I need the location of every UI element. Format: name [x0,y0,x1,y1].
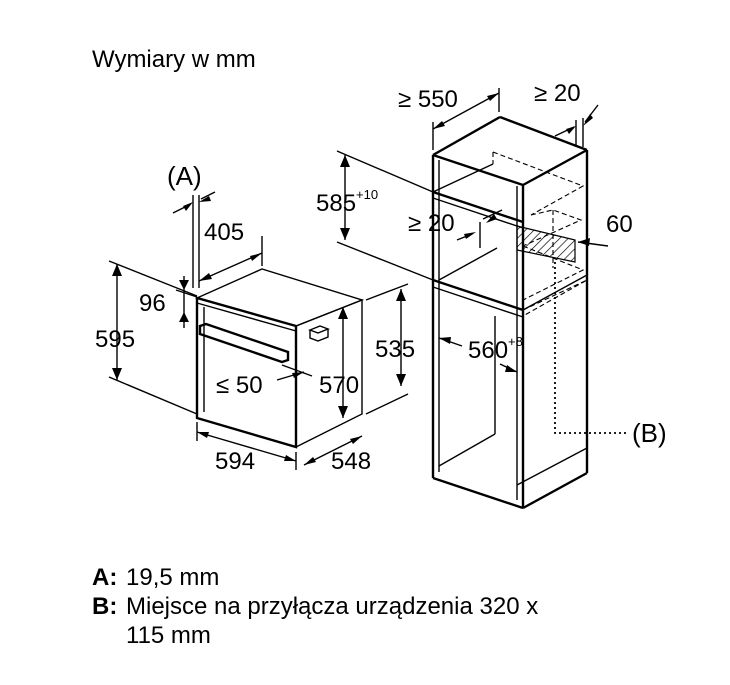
dim-570: 570 [319,372,359,399]
oven-top [194,268,365,327]
dim-548: 548 [331,448,371,475]
diagram-title: Wymiary w mm [92,46,256,73]
legend-a: A: 19,5 mm [92,563,219,592]
connection-area [516,225,576,263]
dim-96: 96 [139,290,166,317]
dim-535: 535 [375,336,415,363]
dim-405: 405 [204,219,244,246]
legend-b-text-line2: 115 mm [126,622,211,649]
dim-ge20-mid: ≥ 20 [408,210,455,237]
cabinet-drawing [431,115,589,510]
dim-ge20-top: ≥ 20 [534,80,581,107]
dim-560: 560+8 [468,334,523,364]
dim-595: 595 [95,326,135,353]
dim-594: 594 [215,448,255,475]
dim-585: 585+10 [316,187,378,217]
marker-a: (A) [167,161,202,191]
oven-drawing [194,268,365,449]
legend-a-key: A: [92,564,118,591]
dim-60: 60 [606,211,633,238]
legend-b-text-line1: Miejsce na przyłącza urządzenia 320 x [126,593,539,620]
oven-handle [198,322,290,364]
leader-b [554,262,628,434]
legend-b-key: B: [92,593,118,620]
dim-ge550: ≥ 550 [398,86,458,113]
legend-a-text: 19,5 mm [126,564,220,591]
oven-side [295,298,363,449]
marker-b: (B) [632,418,667,448]
legend-b: B:Miejsce na przyłącza urządzenia 320 x … [92,592,538,650]
dim-le50: ≤ 50 [216,372,263,399]
